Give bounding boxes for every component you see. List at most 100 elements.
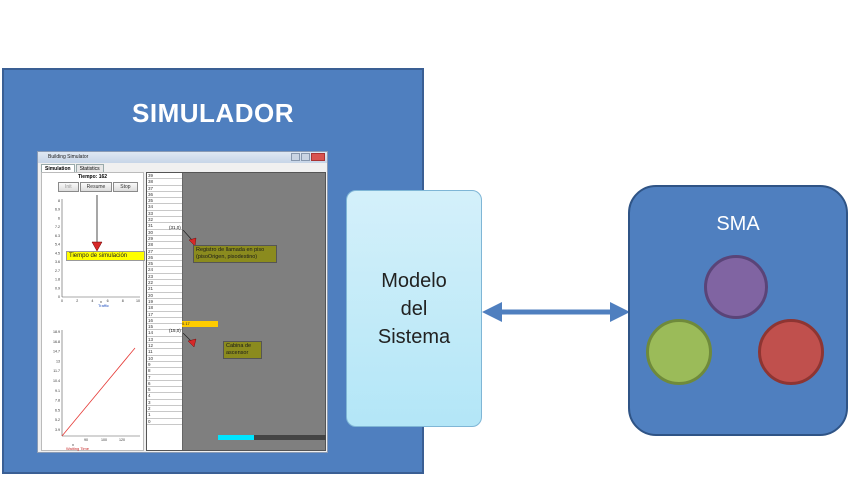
waiting-x-tick: 120 xyxy=(119,438,125,442)
traffic-x-tick: 4 xyxy=(91,299,93,303)
waiting-x-tick: 100 xyxy=(101,438,107,442)
traffic-y-tick: 1.8 xyxy=(55,278,60,282)
traffic-y-tick: 6.3 xyxy=(55,234,60,238)
traffic-x-tick: 10 xyxy=(136,299,140,303)
floor-request-note: Registro de llamada en piso (pisoOrigen,… xyxy=(193,245,277,263)
traffic-chart-title: Traffic xyxy=(98,303,109,308)
floor-number: 29 xyxy=(147,236,182,243)
traffic-x-tick: 2 xyxy=(76,299,78,303)
floor-number: 2 xyxy=(147,406,182,413)
floor-number: 27 xyxy=(147,249,182,255)
floor-number: 11 xyxy=(147,349,182,356)
window-title: Building Simulator xyxy=(38,152,327,163)
traffic-x-tick: 0 xyxy=(61,299,63,303)
floor-number: 33 xyxy=(147,211,182,218)
waiting-y-tick: 11.7 xyxy=(53,369,60,373)
waiting-time-chart-title: Waiting Time xyxy=(66,446,90,451)
waiting-y-tick: 16.8 xyxy=(53,340,60,344)
sma-panel: SMA xyxy=(628,185,848,436)
floor-number: 31 xyxy=(147,223,182,230)
stop-button: Stop xyxy=(113,182,138,192)
sma-title: SMA xyxy=(716,213,760,235)
agent-purple-circle xyxy=(704,255,768,319)
resume-button: Resume xyxy=(79,182,113,192)
elevator-cabin-note: Cabina de ascensor xyxy=(223,341,262,359)
floor-number: 12 xyxy=(147,343,182,350)
floor-number: 39 xyxy=(147,173,182,180)
waiting-y-tick: 13 xyxy=(56,359,60,363)
waiting-y-tick: 10.4 xyxy=(53,379,60,383)
traffic-chart: 8 6.9 6 7.2 6.3 5.4 4.5 3.6 2.7 1.8 0.9 0 0 2 4 6 8 10 T… xyxy=(55,199,140,308)
floor-number: 35 xyxy=(147,198,182,205)
floor-number: 5 xyxy=(147,387,182,394)
traffic-y-tick: 0.9 xyxy=(55,286,60,290)
floor-number: 21 xyxy=(147,286,182,293)
init-button: Init xyxy=(58,182,79,192)
traffic-chart-xlabel: x xyxy=(100,299,102,304)
traffic-y-tick: 4.5 xyxy=(55,251,60,255)
agent-green-circle xyxy=(646,319,712,385)
floor-number: 16 xyxy=(147,318,182,325)
minimize-icon xyxy=(291,153,300,161)
floor-number: 19 xyxy=(147,299,182,306)
floor-number: 26 xyxy=(147,255,182,262)
request-coord: (31,0) xyxy=(169,225,181,230)
cabin-pointer-arrow xyxy=(183,333,197,348)
system-model-label: Modelo del Sistema xyxy=(377,269,451,348)
traffic-y-tick: 5.4 xyxy=(55,243,60,247)
traffic-x-tick: 8 xyxy=(122,299,124,303)
window-controls xyxy=(291,153,325,161)
floor-number: 30 xyxy=(147,230,182,236)
floor-number: 0 xyxy=(147,419,182,425)
traffic-y-tick: 6 xyxy=(58,216,60,220)
cabin-coord: (15,0) xyxy=(169,328,181,333)
floor-number: 7 xyxy=(147,375,182,381)
waiting-y-tick: 14.7 xyxy=(53,350,60,354)
floor-number: 6 xyxy=(147,381,182,388)
floor-number: 3 xyxy=(147,400,182,406)
tiempo-label: Tiempo: 162 xyxy=(77,174,108,180)
floor-number: 23 xyxy=(147,274,182,281)
floor-number: 9 xyxy=(147,362,182,369)
simulator-window-screenshot: Building Simulator Simulation Statistics… xyxy=(37,151,328,453)
agent-red-circle xyxy=(758,319,824,385)
floor-number: 22 xyxy=(147,280,182,287)
double-arrow xyxy=(482,302,630,322)
floor-number: 17 xyxy=(147,312,182,318)
time-pointer-arrow xyxy=(91,195,103,252)
control-buttons: Init Resume Stop xyxy=(58,182,138,192)
waiting-y-tick: 6.5 xyxy=(55,408,60,412)
floor-number: 37 xyxy=(147,186,182,192)
elevator-label: 0.17 xyxy=(182,321,190,326)
floor-number: 10 xyxy=(147,356,182,362)
waiting-y-tick: 9.1 xyxy=(55,389,60,393)
traffic-y-tick: 0 xyxy=(58,295,60,299)
waiting-y-tick: 7.8 xyxy=(55,399,60,403)
floor-number: 18 xyxy=(147,305,182,312)
stats-pane: Tiempo: 162 Init Resume Stop 8 6.9 6 7.2 6.3… xyxy=(41,172,145,451)
floor-number: 1 xyxy=(147,412,182,419)
floor-number: 20 xyxy=(147,293,182,299)
floor-number: 24 xyxy=(147,267,182,274)
traffic-y-tick: 8 xyxy=(58,199,60,203)
simulation-time-label: Tiempo de simulación xyxy=(66,251,145,261)
traffic-y-tick: 7.2 xyxy=(55,225,60,229)
traffic-y-tick: 2.7 xyxy=(55,269,60,273)
traffic-y-tick: 3.6 xyxy=(55,260,60,264)
waiting-time-chart-xlabel: x xyxy=(72,442,74,447)
request-pointer-arrow xyxy=(183,230,197,247)
waiting-y-tick: 5.2 xyxy=(55,418,60,422)
traffic-y-tick: 6.9 xyxy=(55,208,60,212)
floor-number: 36 xyxy=(147,192,182,199)
floor-number: 14 xyxy=(147,330,182,337)
floor-number: 15 xyxy=(147,324,182,331)
floor-number: 4 xyxy=(147,393,182,400)
floor-number: 32 xyxy=(147,217,182,224)
traffic-x-tick: 6 xyxy=(107,299,109,303)
system-model-box: Modelo del Sistema xyxy=(346,190,482,427)
floor-number: 28 xyxy=(147,242,182,249)
waiting-time-series-line xyxy=(61,347,136,437)
